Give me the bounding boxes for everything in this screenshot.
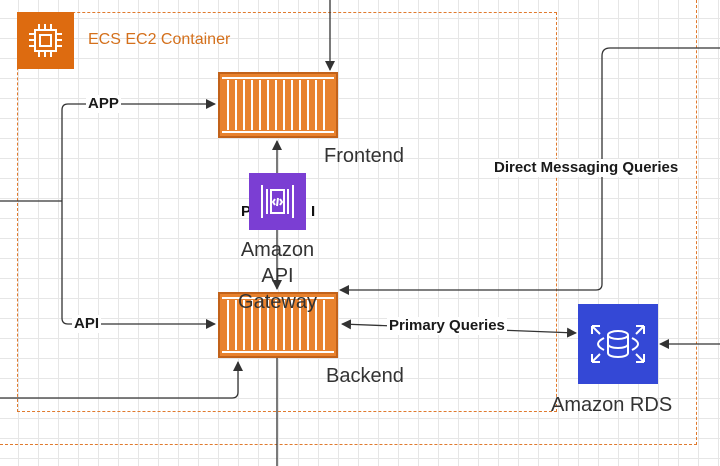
backend-label: Backend — [326, 365, 404, 387]
edge-api — [61, 201, 216, 329]
backend-container-icon — [218, 292, 338, 358]
ec2-chip-icon — [17, 12, 74, 69]
edge-bottom-loop — [0, 361, 243, 399]
frontend-label: Frontend — [324, 145, 405, 167]
group-title: ECS EC2 Container — [88, 31, 231, 48]
edge-label-primary-queries: Primary Queries — [387, 317, 507, 335]
rds-database-icon — [578, 304, 658, 384]
api-gateway-label: Amazon API Gateway — [225, 237, 330, 315]
frontend-container-icon — [218, 72, 338, 138]
edge-label-app: APP — [86, 95, 121, 113]
api-gateway-label-line-2: API — [261, 265, 294, 287]
api-gateway-label-line-1: Amazon — [240, 239, 315, 261]
outer-group-border — [0, 0, 697, 445]
api-gateway-label-line-3: Gateway — [238, 291, 317, 313]
api-gateway-partial-left: P — [241, 203, 252, 220]
api-gateway-partial-right: I — [311, 203, 316, 220]
api-gateway-icon — [249, 173, 306, 230]
edge-label-api: API — [72, 315, 102, 333]
rds-label: Amazon RDS — [551, 394, 673, 416]
edge-app — [61, 99, 216, 201]
ecs-ec2-container-group — [17, 12, 557, 412]
edge-label-direct-messaging: Direct Messaging Queries — [492, 159, 681, 177]
